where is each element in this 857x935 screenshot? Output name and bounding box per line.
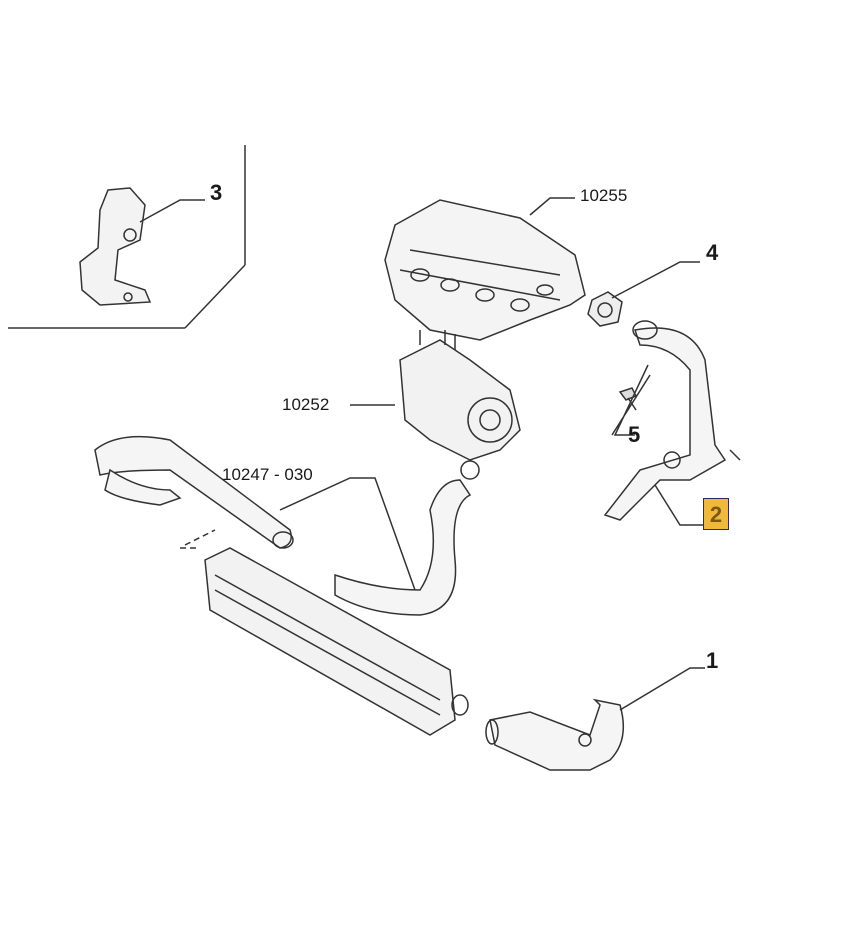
leader-1 bbox=[619, 667, 705, 711]
hose-10247-030-left bbox=[94, 435, 294, 549]
leader-2 bbox=[654, 484, 703, 526]
pipe-part-2 bbox=[603, 320, 741, 521]
callout-3: 3 bbox=[210, 180, 223, 205]
hose-10247-030-right bbox=[334, 479, 472, 616]
callout-4: 4 bbox=[706, 240, 719, 265]
intake-manifold bbox=[384, 199, 586, 341]
dashed-connector bbox=[180, 529, 216, 549]
leader-4 bbox=[611, 261, 700, 299]
callout-10252: 10252 bbox=[282, 395, 330, 414]
inset-frame bbox=[8, 145, 246, 329]
leader-3 bbox=[139, 199, 205, 223]
callout-1: 1 bbox=[706, 648, 719, 673]
gasket-part-4 bbox=[587, 291, 623, 327]
leader-10247-030 bbox=[279, 477, 416, 591]
intercooler bbox=[204, 547, 469, 736]
leader-10255 bbox=[529, 197, 575, 216]
callout-5: 5 bbox=[628, 422, 641, 447]
hose-part-1 bbox=[485, 698, 625, 771]
leader-5 bbox=[611, 364, 651, 436]
callout-10255: 10255 bbox=[580, 186, 628, 205]
callout-2-highlighted: 2 bbox=[703, 498, 729, 530]
bracket-part-3 bbox=[79, 187, 152, 306]
turbocharger bbox=[399, 330, 521, 480]
callout-10247-030: 10247 - 030 bbox=[222, 465, 313, 484]
